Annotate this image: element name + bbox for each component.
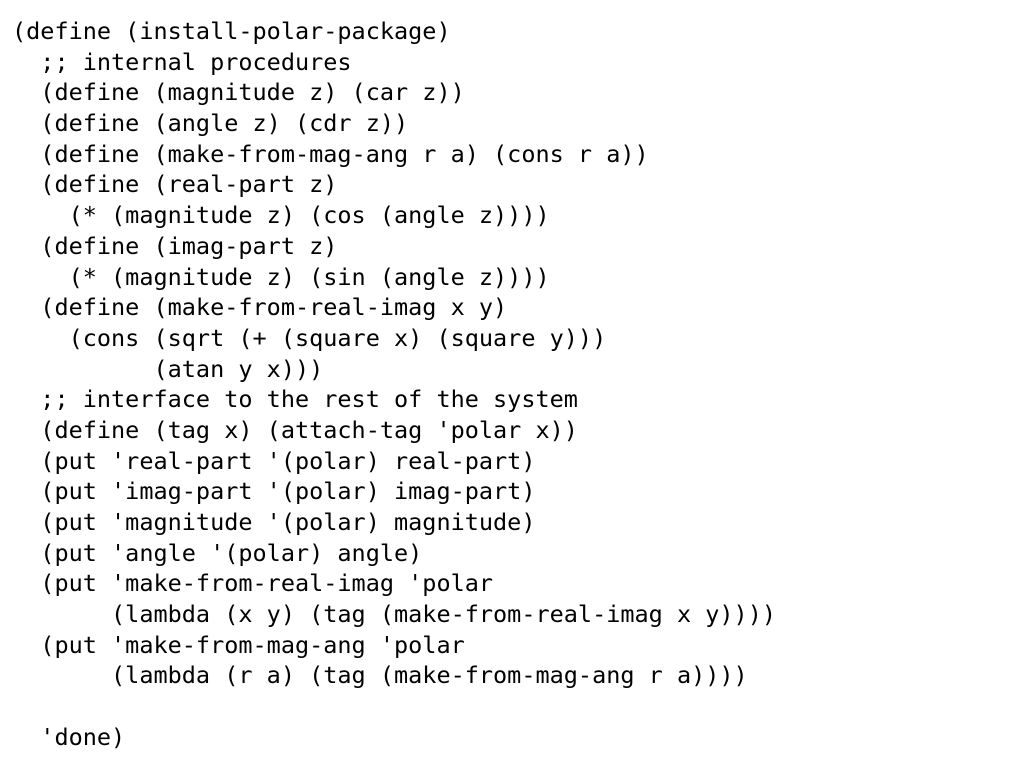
code-line: (put 'make-from-real-imag 'polar xyxy=(12,569,494,598)
code-line: (put 'imag-part '(polar) imag-part) xyxy=(12,477,536,506)
code-line: (* (magnitude z) (sin (angle z)))) xyxy=(12,262,550,291)
scheme-code-listing: (define (install-polar-package) ;; inter… xyxy=(12,16,776,753)
code-blank-line xyxy=(12,691,776,722)
code-line: (put 'magnitude '(polar) magnitude) xyxy=(12,508,536,536)
code-line: (put 'real-part '(polar) real-part) xyxy=(12,446,536,475)
code-line: (put 'make-from-mag-ang 'polar xyxy=(12,630,465,659)
code-line: (define (tag x) (attach-tag 'polar x)) xyxy=(12,415,578,444)
code-line: (define (magnitude z) (car z)) xyxy=(12,78,465,107)
code-line: (atan y x))) xyxy=(12,354,324,383)
code-line: (define (install-polar-package) xyxy=(12,17,451,45)
code-line: (define (make-from-real-imag x y) xyxy=(12,293,508,322)
code-line: (cons (sqrt (+ (square x) (square y))) xyxy=(12,323,607,352)
code-line: (define (angle z) (cdr z)) xyxy=(12,109,409,138)
code-line: (define (imag-part z) xyxy=(12,231,338,260)
code-line: (lambda (x y) (tag (make-from-real-imag … xyxy=(12,600,777,629)
code-line: (lambda (r a) (tag (make-from-mag-ang r … xyxy=(12,661,748,690)
code-comment-line: ;; internal procedures xyxy=(12,47,352,76)
code-line: (put 'angle '(polar) angle) xyxy=(12,538,423,567)
code-line: 'done) xyxy=(12,722,126,751)
code-line: (define (make-from-mag-ang r a) (cons r … xyxy=(12,139,649,168)
code-line: (define (real-part z) xyxy=(12,170,338,199)
code-line: (* (magnitude z) (cos (angle z)))) xyxy=(12,201,550,230)
code-comment-line: ;; interface to the rest of the system xyxy=(12,385,578,414)
